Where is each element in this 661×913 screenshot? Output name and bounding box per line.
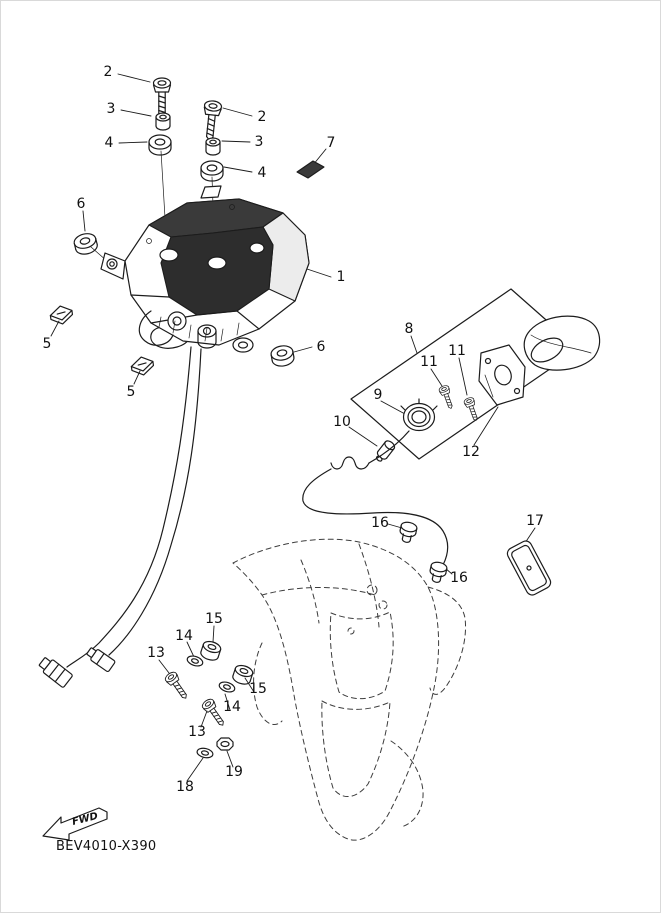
washer-14-b: [217, 679, 237, 695]
screw-2-right: [200, 99, 223, 142]
clip-5-mid: [129, 354, 156, 378]
collar-3-right: [205, 137, 221, 156]
washer-18: [195, 746, 215, 760]
screw-13-b: [200, 696, 229, 730]
grommet-6-left: [72, 230, 100, 257]
license-wire: [302, 430, 449, 566]
reflector-17: [506, 540, 552, 596]
screw-13-a: [163, 669, 192, 703]
pad-7: [296, 160, 325, 179]
bulb-10: [375, 440, 396, 462]
nut-19: [216, 737, 234, 751]
bracket-frame-8: [350, 288, 580, 460]
grommet-4-left: [148, 134, 172, 156]
collar-15-a: [198, 638, 223, 663]
bulb-socket-9: [400, 398, 438, 432]
connector-a: [38, 657, 73, 688]
plug-16-a: [397, 520, 419, 545]
fwd-arrow: FWD: [42, 807, 108, 841]
collar-3-left: [155, 112, 171, 131]
leader-lines: [50, 73, 536, 782]
connector-b: [86, 647, 116, 673]
washer-14-a: [185, 653, 205, 669]
license-bracket-12: [478, 344, 526, 406]
clip-5-left: [48, 303, 75, 327]
collar-15-b: [230, 662, 255, 687]
screw-2-left: [152, 77, 172, 119]
license-cover: [523, 315, 601, 371]
rear-fender-outline: [232, 538, 467, 841]
taillight-unit-1: [100, 185, 310, 353]
screw-11-a: [437, 384, 457, 411]
diagram-code: BEV4010-X390: [56, 839, 157, 854]
grommet-6-right: [269, 343, 296, 369]
plug-16-b: [427, 560, 449, 585]
